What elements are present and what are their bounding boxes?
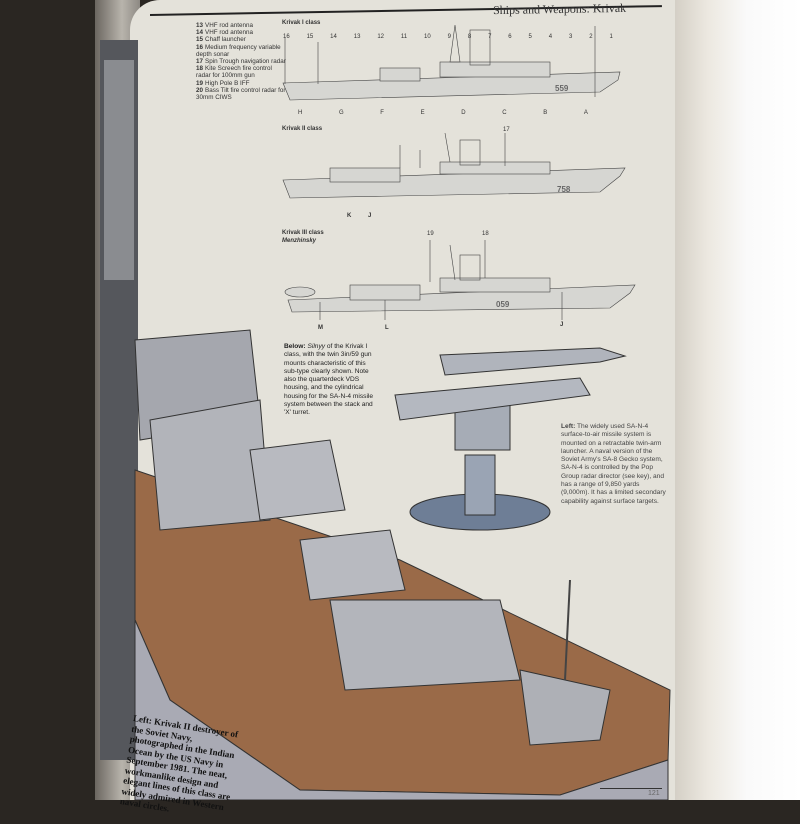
- callout-label: C: [502, 110, 507, 116]
- callout-label: 6: [508, 34, 512, 40]
- callout-label: 4: [548, 34, 553, 40]
- callout-label: 13: [353, 34, 361, 40]
- illustrations: [100, 24, 671, 800]
- callout-label: 15: [306, 34, 314, 40]
- krivak1-top-callouts: 16 15 14 13 12 11 10 9 8 7 6 5 4 3 2 1: [283, 34, 613, 40]
- callout-label: 3: [569, 34, 573, 40]
- krivak2-hull-number: 758: [557, 185, 571, 194]
- callout-label: 11: [400, 34, 408, 40]
- page-stack-edge: [668, 0, 800, 800]
- callout-label: 8: [467, 34, 472, 40]
- callout-label: E: [420, 110, 425, 116]
- krivak3-profile: [284, 240, 636, 320]
- krivak1-profile: [282, 24, 621, 101]
- callout-J-3: J: [560, 322, 564, 328]
- krivak-cutaway-illustration: [134, 329, 671, 800]
- callout-label: 7: [488, 34, 492, 40]
- sa-n-4-launcher-illustration: [394, 347, 627, 531]
- callout-M: M: [318, 325, 323, 331]
- callout-L: L: [385, 325, 389, 331]
- callout-label: G: [338, 110, 344, 116]
- callout-18: 18: [482, 231, 489, 237]
- callout-label: 1: [609, 34, 613, 40]
- running-head: Ships and Weapons: Krivak: [492, 0, 627, 18]
- callout-label: 10: [424, 34, 431, 40]
- callout-label: F: [380, 110, 384, 116]
- callout-label: H: [298, 110, 303, 116]
- krivak3-title: Krivak III class: [282, 230, 324, 236]
- krivak3-subtitle: Menzhinsky: [282, 238, 317, 244]
- krivak2-profile: [282, 132, 626, 199]
- callout-19: 19: [427, 231, 434, 237]
- footer-rule: [600, 788, 662, 789]
- callout-label: 14: [330, 34, 337, 40]
- photo-mast: [104, 60, 134, 280]
- callout-label: D: [461, 110, 466, 116]
- caption-left: Left: The widely used SA-N-4 surface-to-…: [561, 423, 666, 505]
- callout-J: J: [368, 213, 372, 219]
- krivak1-title: Krivak I class: [282, 20, 321, 26]
- caption-photo: Left: Krivak II destroyer of the Soviet …: [119, 713, 239, 814]
- callout-label: 9: [447, 34, 451, 40]
- krivak2-title: Krivak II class: [282, 126, 323, 132]
- callout-label: 5: [528, 34, 532, 40]
- callout-17: 17: [503, 127, 510, 133]
- callout-label: 16: [283, 34, 290, 40]
- caption-below: Below: Silnyy of the Krivak I class, wit…: [284, 343, 374, 417]
- callout-label: 2: [589, 34, 593, 40]
- callout-label: A: [583, 110, 588, 116]
- callout-K: K: [347, 213, 352, 219]
- krivak1-hull-number: 559: [555, 84, 569, 93]
- page-number: 121: [648, 790, 660, 797]
- krivak3-hull-number: 059: [496, 300, 510, 309]
- callout-label: 12: [377, 34, 384, 40]
- callout-label: B: [543, 110, 548, 116]
